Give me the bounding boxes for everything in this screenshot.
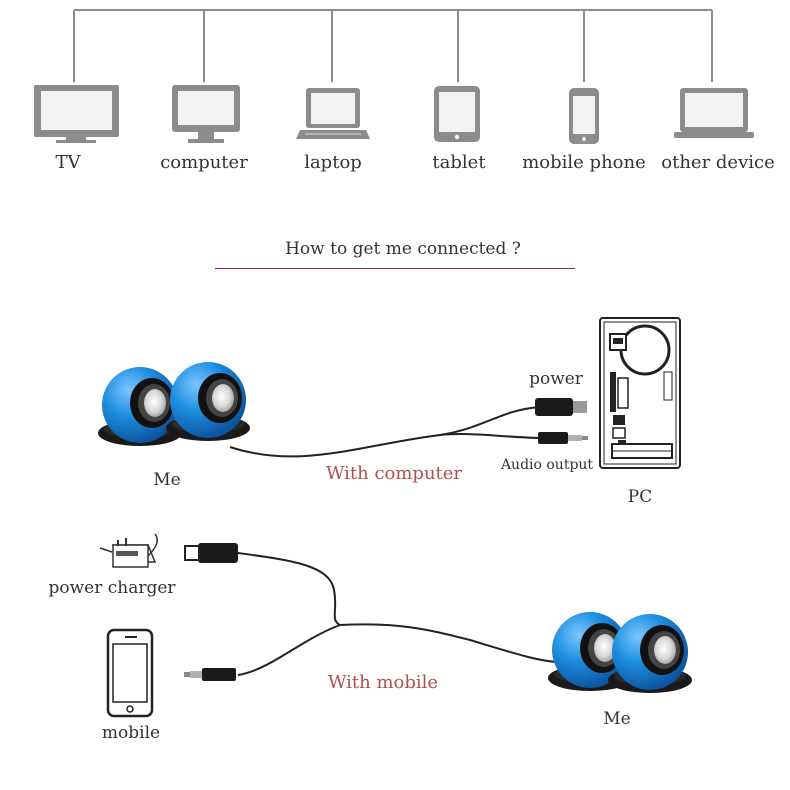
usb-plug-mobile bbox=[184, 543, 238, 563]
mobile-icon bbox=[106, 628, 154, 718]
device-label-mobile-phone: mobile phone bbox=[522, 152, 646, 173]
speaker-label-mobile: Me bbox=[603, 709, 631, 729]
computer-cables bbox=[229, 406, 541, 458]
device-label-laptop: laptop bbox=[304, 152, 362, 173]
audio-jack bbox=[538, 432, 588, 444]
other-device-icon bbox=[674, 88, 754, 138]
mobile-cables bbox=[237, 552, 561, 676]
device-label-computer: computer bbox=[160, 152, 248, 173]
audio-output-label: Audio output bbox=[500, 457, 594, 473]
usb-plug bbox=[535, 398, 587, 416]
speakers-mobile bbox=[548, 612, 692, 693]
audio-jack-mobile bbox=[184, 668, 236, 681]
pc-label: PC bbox=[627, 487, 653, 507]
mobile-phone-icon bbox=[569, 88, 599, 144]
computer-icon bbox=[172, 85, 240, 143]
device-tree bbox=[73, 9, 713, 82]
device-label-tablet: tablet bbox=[432, 152, 486, 173]
with-computer-label: With computer bbox=[325, 463, 463, 484]
laptop-icon bbox=[296, 88, 370, 139]
pc-tower-icon bbox=[599, 317, 681, 469]
power-label: power bbox=[529, 369, 583, 389]
power-charger-label: power charger bbox=[48, 578, 176, 598]
title-underline bbox=[215, 268, 575, 269]
power-charger-icon bbox=[99, 533, 158, 568]
device-label-tv: TV bbox=[55, 152, 81, 173]
guide-title: How to get me connected ? bbox=[285, 239, 521, 259]
speaker-label-computer: Me bbox=[153, 470, 181, 490]
tablet-icon bbox=[434, 86, 480, 142]
device-label-other-device: other device bbox=[661, 152, 775, 173]
tv-icon bbox=[34, 85, 119, 143]
with-mobile-label: With mobile bbox=[327, 672, 439, 693]
mobile-label: mobile bbox=[101, 723, 161, 743]
speakers-computer bbox=[98, 362, 250, 446]
